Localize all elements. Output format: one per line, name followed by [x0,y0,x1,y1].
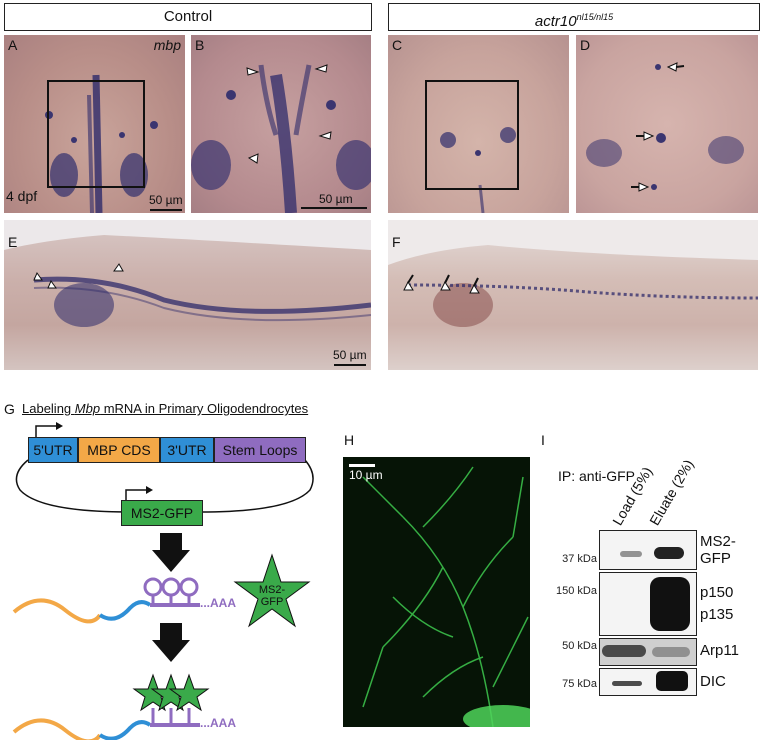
protein-ms2-line1: MS2- [700,533,736,550]
panel-g-label: G [4,401,15,417]
panel-h-label: H [344,432,355,448]
segment-stem-loops-label: Stem Loops [222,442,298,458]
band-p150-eluate [650,577,690,631]
panel-h-image: 10 µm [343,457,530,727]
star-label: MS2- GFP [252,584,292,608]
segment-3utr-label: 3'UTR [167,442,207,458]
blot-ms2-gfp [599,530,697,570]
panel-e-drawing [4,220,371,327]
panel-h-scale-bar [349,464,375,467]
mutant-header: actr10nl15/nl15 [388,3,760,31]
panel-b-drawing [191,64,371,213]
band-dic-eluate [656,671,688,691]
mutant-allele: nl15/nl15 [576,12,614,22]
protein-p150: p150 p135 [700,582,733,626]
band-arp11-eluate [652,647,690,657]
ip-label: IP: anti-GFP [558,468,636,484]
mutant-gene: actr10 [534,13,577,30]
protein-arp11: Arp11 [700,642,739,659]
panel-f-drawing [388,220,758,327]
panel-a-scale-label: 50 µm [149,193,183,207]
ms2-gfp-box: MS2-GFP [121,500,203,526]
panel-b-label: B [195,37,205,53]
star-label-2: GFP [260,596,284,608]
panel-i-label: I [541,432,545,448]
control-header: Control [4,3,372,31]
band-arp11-load [602,645,646,657]
protein-ms2-line2: GFP [700,550,731,567]
protein-p150-line2: p135 [700,606,734,623]
panel-b-scale-bar [301,207,367,209]
panel-h-drawing [362,466,530,727]
blot-arp11 [599,638,697,666]
panel-c-label: C [392,37,403,53]
panel-e-label: E [8,234,18,250]
ms2-gfp-label: MS2-GFP [130,505,194,521]
panel-g-title-pre: Labeling [22,401,75,416]
panel-b-scale-label: 50 µm [319,192,353,206]
segment-cds: MBP CDS [78,437,160,463]
segment-3utr: 3'UTR [160,437,214,463]
panel-b-image: B 50 µm [191,35,371,213]
panel-g-title: Labeling Mbp mRNA in Primary Oligodendro… [22,401,308,416]
panel-f-scale-bar [334,364,366,366]
panel-f-image: F [388,220,758,370]
blot-dic [599,668,697,696]
kda-75: 75 kDa [562,678,597,690]
blot-p150 [599,572,697,636]
polya-tail-2: ...AAA [200,716,236,730]
panel-a-scale-bar [150,209,182,211]
panel-f-scale-label: 50 µm [333,348,367,362]
panel-d-image: D [576,35,758,213]
panel-d-drawing [586,62,744,192]
band-dic-load [612,681,642,686]
panel-c-drawing [425,80,519,213]
segment-5utr: 5'UTR [28,437,78,463]
panel-h-scale-label: 10 µm [349,468,383,482]
kda-37: 37 kDa [562,553,597,565]
band-ms2-load [620,551,642,557]
protein-dic: DIC [700,673,726,690]
panel-a-image: A mbp 4 dpf 50 µm [4,35,185,213]
panel-c-image: C [388,35,569,213]
star-label-1: MS2- [258,584,286,596]
panel-f-label: F [392,234,401,250]
protein-p150-line1: p150 [700,584,734,601]
panel-g-title-em: Mbp [74,401,101,416]
segment-5utr-label: 5'UTR [33,442,73,458]
band-ms2-eluate [654,547,684,559]
segment-cds-label: MBP CDS [87,442,151,458]
segment-stem-loops: Stem Loops [214,437,306,463]
polya-tail-1: ...AAA [200,596,236,610]
protein-ms2-gfp: MS2- GFP [700,533,736,567]
kda-150: 150 kDa [556,585,597,597]
control-header-text: Control [163,8,213,25]
panel-e-image: E [4,220,371,370]
panel-a-stage: 4 dpf [6,188,38,204]
kda-50: 50 kDa [562,640,597,652]
plasmid-diagram [12,422,314,740]
panel-g-title-post: mRNA in Primary Oligodendrocytes [100,401,309,416]
lane-eluate: Eluate (2%) [646,456,697,528]
panel-a-marker: mbp [153,37,181,53]
panel-a-label: A [8,37,18,53]
panel-d-label: D [580,37,591,53]
panel-a-drawing [45,74,158,213]
